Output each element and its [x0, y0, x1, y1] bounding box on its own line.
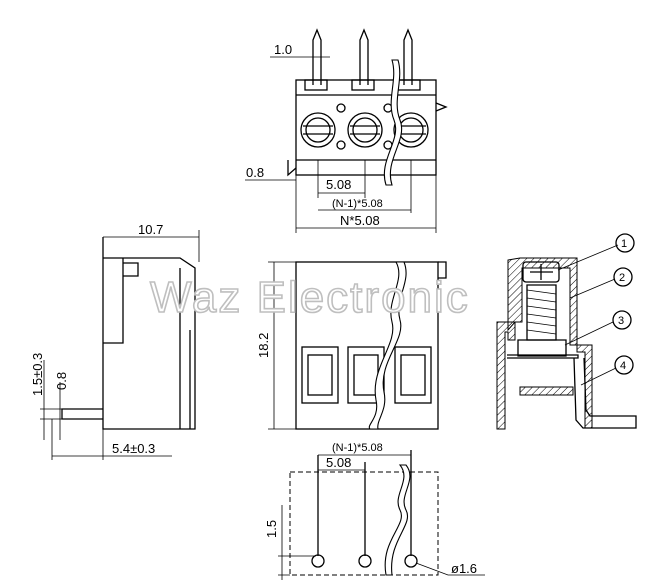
dim-total-width: N*5.08 — [340, 213, 380, 228]
dim-row-offset: 1.5 — [264, 520, 279, 538]
dim-base-offset: 0.8 — [246, 165, 264, 180]
section-view: 1 2 3 4 — [496, 233, 637, 430]
front-body — [295, 261, 439, 430]
footprint-view: (N-1)*5.08 5.08 1.5 ø1.6 — [264, 442, 485, 580]
top-view: 1.0 0.8 5.08 (N-1)*5.08 N*5.08 — [245, 28, 448, 233]
callout-2: 2 — [619, 272, 625, 284]
pin-hole-3 — [404, 554, 418, 568]
screw-heads — [300, 112, 429, 148]
side-body — [102, 237, 196, 430]
footprint-outline — [289, 471, 439, 576]
side-view: 10.7 1.5±0.3 0.8 5.4±0.3 — [30, 222, 200, 460]
callout-1: 1 — [621, 238, 627, 250]
dim-pin-extension: 5.4±0.3 — [112, 441, 155, 456]
dim-pin-length-side: 1.5±0.3 — [30, 353, 45, 396]
pin-hole-2 — [358, 554, 372, 568]
pin-hole-1 — [311, 554, 325, 568]
top-pins — [312, 28, 413, 85]
dim-height: 18.2 — [256, 333, 271, 358]
front-view: 18.2 — [256, 261, 447, 430]
callout-balloons: 1 2 3 4 — [557, 233, 635, 386]
callout-4: 4 — [620, 360, 626, 372]
dim-depth: 10.7 — [138, 222, 163, 237]
callout-3: 3 — [618, 315, 624, 327]
watermark: Waz Electronic — [150, 273, 470, 322]
top-body — [295, 79, 437, 176]
dim-pitch-n-top: (N-1)*5.08 — [332, 198, 383, 210]
dim-pitch-bottom: 5.08 — [326, 455, 351, 470]
dim-pin-thickness: 0.8 — [54, 372, 69, 390]
dim-pin-width: 1.0 — [274, 42, 292, 57]
dim-pitch: 5.08 — [326, 177, 351, 192]
dim-hole-diameter: ø1.6 — [451, 561, 477, 576]
dim-pitch-n-bottom: (N-1)*5.08 — [332, 442, 383, 454]
